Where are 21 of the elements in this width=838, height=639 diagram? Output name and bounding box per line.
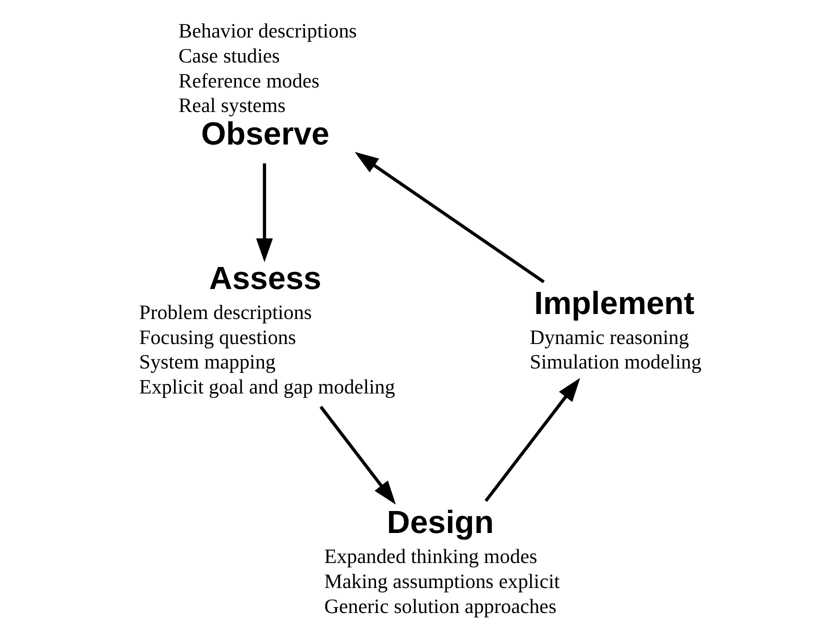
arrow [320, 406, 396, 505]
node-label: Case studies [178, 46, 280, 68]
node-label: Focusing questions [139, 326, 296, 349]
node-label: Problem descriptions [139, 302, 312, 324]
node-label: Simulation modeling [530, 352, 702, 374]
node-label: Reference modes [178, 70, 320, 92]
node-label: Expanded thinking modes [324, 546, 538, 568]
node-text: Design [386, 504, 494, 540]
node-text: Implement [534, 284, 694, 321]
node-text: Observe [201, 116, 330, 152]
node-label: Generic solution approaches [324, 596, 556, 618]
arrow [484, 378, 580, 502]
node-label: Behavior descriptions [178, 20, 357, 43]
node-label: Real systems [178, 95, 286, 118]
node-text: Assess [209, 260, 322, 296]
node-label: Making assumptions explicit [324, 571, 560, 594]
arrow [354, 152, 545, 284]
node-label: Explicit goal and gap modeling [139, 376, 396, 398]
arrow [256, 163, 273, 262]
node-label: System mapping [139, 352, 276, 374]
node-label: Dynamic reasoning [530, 326, 689, 349]
